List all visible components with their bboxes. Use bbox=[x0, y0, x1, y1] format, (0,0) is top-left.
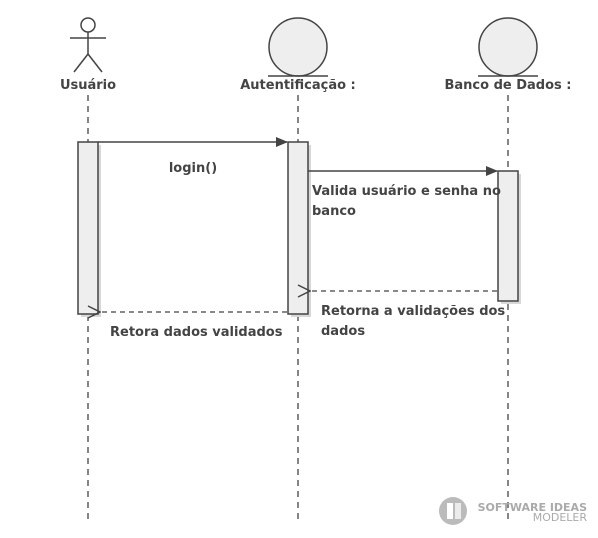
activation-autentificacao bbox=[287, 141, 309, 315]
actor-head bbox=[80, 17, 96, 33]
logo-icon-mark bbox=[447, 503, 453, 519]
lifeline-name-autentificacao: Autentificação : bbox=[240, 78, 356, 93]
watermark-line2: MODELER bbox=[533, 511, 588, 524]
message-label-valida-line1: Valida usuário e senha no bbox=[312, 184, 501, 199]
actor-leg-right bbox=[87, 53, 103, 73]
watermark-logo: SOFTWARE IDEAS MODELER bbox=[439, 497, 587, 525]
lifeline-name-banco: Banco de Dados : bbox=[444, 78, 571, 93]
entity-banco bbox=[478, 17, 538, 77]
message-label-valida-line2: banco bbox=[312, 204, 356, 219]
message-label-retora: Retora dados validados bbox=[110, 325, 283, 340]
entity-autentificacao bbox=[268, 17, 328, 77]
message-label-retorna-line1: Retorna a validações dos bbox=[321, 304, 505, 319]
message-label-login: login() bbox=[169, 161, 217, 176]
actor-usuario bbox=[70, 17, 106, 73]
entity-circle bbox=[478, 17, 538, 77]
activation-usuario bbox=[77, 141, 99, 315]
entity-circle bbox=[268, 17, 328, 77]
lifeline-name-usuario: Usuário bbox=[60, 78, 116, 93]
message-label-retorna-line2: dados bbox=[321, 324, 365, 339]
actor-leg-left bbox=[73, 53, 89, 73]
activation-banco bbox=[497, 170, 519, 302]
watermark-line1: SOFTWARE IDEAS bbox=[478, 501, 588, 514]
logo-icon-mark bbox=[455, 503, 461, 519]
